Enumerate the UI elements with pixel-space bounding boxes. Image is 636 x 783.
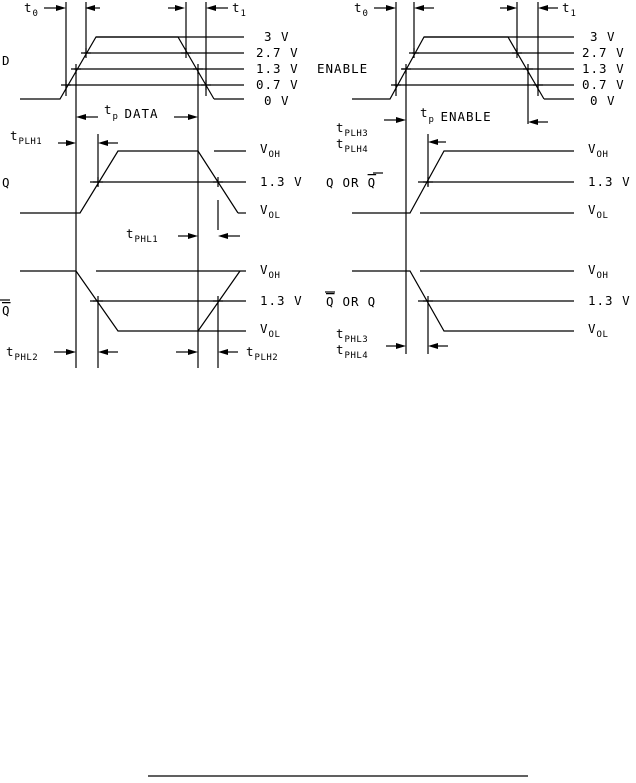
tplh3-arrow-head xyxy=(428,139,438,145)
left-cross-1 xyxy=(81,48,91,58)
left-level-label-2-7v: 2.7 V xyxy=(256,45,299,60)
right-cross-6 xyxy=(533,80,543,90)
left-t1-arrow-head-2 xyxy=(206,5,216,11)
left-t0-arrow-head xyxy=(56,5,66,11)
tplh2-label: tPLH2 xyxy=(246,344,278,363)
right-cross-5 xyxy=(523,64,533,74)
right-tp-arrow-head-2 xyxy=(528,119,538,125)
right-qbar-vol-label: VOL xyxy=(588,321,608,340)
tplh2-arrow-head-2 xyxy=(218,349,228,355)
left-t1-label: t1 xyxy=(232,0,246,19)
tplh1-label: tPLH1 xyxy=(10,128,42,147)
left-level-label-1-3v: 1.3 V xyxy=(256,61,299,76)
right-qbar-cross xyxy=(423,296,433,306)
left-level-label-3v: 3 V xyxy=(264,29,290,44)
left-qbar-cross-1 xyxy=(93,296,103,306)
tplh4-label: tPLH4 xyxy=(336,136,368,155)
tplh1-arrow-head-2 xyxy=(98,140,108,146)
right-q-mid-label: 1.3 V xyxy=(588,174,631,189)
left-t0-arrow-head-2 xyxy=(85,5,95,11)
right-cross-1 xyxy=(409,48,419,58)
left-q-cross-1 xyxy=(93,177,103,187)
left-cross-4 xyxy=(181,48,191,58)
tplh3-label: tPLH3 xyxy=(336,120,368,139)
left-t1-arrow-head xyxy=(175,5,185,11)
left-q-waveform xyxy=(20,150,239,214)
left-level-label-0v: 0 V xyxy=(264,93,290,108)
left-qbar-waveform xyxy=(20,270,241,332)
right-t0-arrow-head-2 xyxy=(414,5,424,11)
right-level-label-0v: 0 V xyxy=(590,93,616,108)
right-level-label-2-7v: 2.7 V xyxy=(582,45,625,60)
tphl3-label: tPHL3 xyxy=(336,326,368,345)
left-q-vol-label: VOL xyxy=(260,202,280,221)
tphl3-arrow-head-2 xyxy=(428,343,438,349)
left-cross-6 xyxy=(201,80,211,90)
right-enable-waveform xyxy=(352,36,545,100)
enable-label: ENABLE xyxy=(317,61,368,76)
right-t1-label: t1 xyxy=(562,0,576,19)
right-t0-label: t0 xyxy=(354,0,368,19)
left-qbar-mid-label: 1.3 V xyxy=(260,293,303,308)
left-q-voh-label: VOH xyxy=(260,141,280,160)
right-cross-2 xyxy=(401,64,411,74)
left-cross-3 xyxy=(61,80,71,90)
right-tp-arrow-head xyxy=(396,117,406,123)
left-d-waveform xyxy=(20,36,215,100)
left-cross-2 xyxy=(71,64,81,74)
left-qbar-vol-label: VOL xyxy=(260,321,280,340)
left-tp-arrow-head xyxy=(76,114,86,120)
right-q-voh-label: VOH xyxy=(588,141,608,160)
tphl1-label: tPHL1 xyxy=(126,226,158,245)
right-t1-arrow-head xyxy=(507,5,517,11)
tphl2-label: tPHL2 xyxy=(6,344,38,363)
tphl2-arrow-head xyxy=(66,349,76,355)
tphl3-arrow-head xyxy=(396,343,406,349)
right-t1-arrow-head-2 xyxy=(538,5,548,11)
left-qbar-cross-2 xyxy=(213,296,223,306)
right-q-cross xyxy=(423,177,433,187)
left-cross-5 xyxy=(193,64,203,74)
tplh2-arrow-head xyxy=(188,349,198,355)
right-level-label-3v: 3 V xyxy=(590,29,616,44)
left-q-mid-label: 1.3 V xyxy=(260,174,303,189)
tphl2-arrow-head-2 xyxy=(98,349,108,355)
right-t0-arrow-head xyxy=(386,5,396,11)
right-timing-diagram: t0 t1 3 V 2.7 V 1.3 V 0.7 V 0 V xyxy=(325,0,631,361)
right-cross-3 xyxy=(391,80,401,90)
right-q-vol-label: VOL xyxy=(588,202,608,221)
right-cross-4 xyxy=(512,48,522,58)
right-level-label-0-7v: 0.7 V xyxy=(582,77,625,92)
tphl1-arrow-head-2 xyxy=(218,233,228,239)
tphl4-label: tPHL4 xyxy=(336,342,368,361)
right-level-label-1-3v: 1.3 V xyxy=(582,61,625,76)
right-qbar-mid-label: 1.3 V xyxy=(588,293,631,308)
tplh1-arrow-head xyxy=(66,140,76,146)
left-q-cross-2 xyxy=(213,177,223,187)
left-timing-diagram: t0 t1 D 3 V 2 xyxy=(0,0,368,368)
left-tp-arrow-head-2 xyxy=(188,114,198,120)
left-signal-q-label: Q xyxy=(2,175,11,190)
left-t0-label: t0 xyxy=(24,0,38,19)
left-signal-d-label: D xyxy=(2,53,11,68)
right-qbar-voh-label: VOH xyxy=(588,262,608,281)
tphl1-arrow-head xyxy=(188,233,198,239)
left-qbar-voh-label: VOH xyxy=(260,262,280,281)
left-level-label-0-7v: 0.7 V xyxy=(256,77,299,92)
left-signal-qbar-label: Q xyxy=(2,303,11,318)
